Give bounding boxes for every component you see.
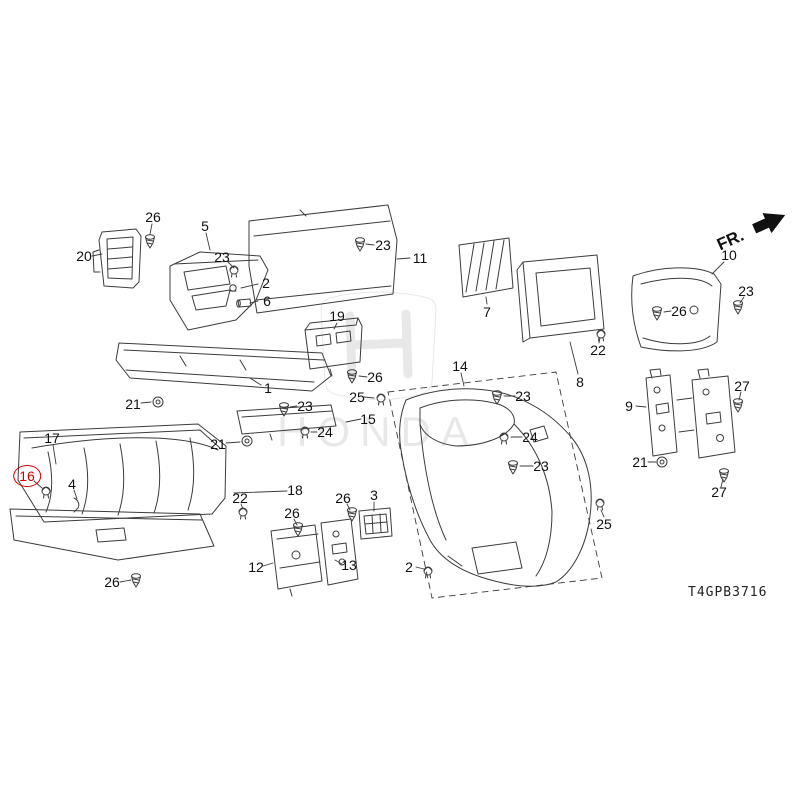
- callout-10[interactable]: 10: [721, 247, 737, 263]
- callout-5[interactable]: 5: [201, 218, 209, 234]
- callout-21[interactable]: 21: [125, 396, 141, 412]
- callout-11[interactable]: 11: [412, 250, 428, 266]
- callout-24[interactable]: 24: [522, 429, 538, 445]
- callout-24[interactable]: 24: [317, 424, 333, 440]
- callout-23[interactable]: 23: [375, 237, 391, 253]
- leader-lines: [34, 224, 744, 582]
- callout-8[interactable]: 8: [576, 374, 584, 390]
- callout-21[interactable]: 21: [632, 454, 648, 470]
- callout-13[interactable]: 13: [341, 557, 357, 573]
- diagram-code: T4GPB3716: [688, 585, 768, 600]
- part-switch-3: [359, 508, 392, 539]
- part-bracket-9: [646, 369, 735, 458]
- part-display-bezel: [517, 255, 604, 342]
- callout-2[interactable]: 2: [262, 275, 270, 291]
- callout-1[interactable]: 1: [264, 380, 272, 396]
- part-speaker-grille: [459, 238, 513, 297]
- callout-23[interactable]: 23: [738, 283, 754, 299]
- callout-21[interactable]: 21: [210, 436, 226, 452]
- callout-14[interactable]: 14: [452, 358, 468, 374]
- part-glove-box: [18, 424, 226, 522]
- part-bracket-13: [321, 519, 358, 585]
- part-side-vent: [93, 229, 141, 288]
- callout-6[interactable]: 6: [263, 293, 271, 309]
- callout-20[interactable]: 20: [76, 248, 92, 264]
- part-bracket-12: [271, 525, 322, 596]
- callout-9[interactable]: 9: [625, 398, 633, 414]
- callout-23[interactable]: 23: [297, 398, 313, 414]
- part-socket: [237, 299, 251, 307]
- callout-26[interactable]: 26: [145, 209, 161, 225]
- callout-26[interactable]: 26: [284, 505, 300, 521]
- part-glove-box-trim: [10, 509, 214, 560]
- callout-23[interactable]: 23: [214, 249, 230, 265]
- callout-25[interactable]: 25: [349, 389, 365, 405]
- fr-arrow-icon: [752, 213, 786, 234]
- part-upper-panel: [249, 205, 397, 313]
- callout-27[interactable]: 27: [711, 484, 727, 500]
- callout-2[interactable]: 2: [405, 559, 413, 575]
- callout-23[interactable]: 23: [515, 388, 531, 404]
- callout-16[interactable]: 16: [13, 465, 41, 487]
- callout-22[interactable]: 22: [232, 490, 248, 506]
- callout-17[interactable]: 17: [44, 430, 60, 446]
- part-hook-4: [74, 498, 79, 512]
- callout-27[interactable]: 27: [734, 378, 750, 394]
- part-bulb: [230, 285, 236, 291]
- part-lower-strip-15: [237, 405, 336, 440]
- callout-12[interactable]: 12: [248, 559, 264, 575]
- callout-26[interactable]: 26: [104, 574, 120, 590]
- part-bracket-19: [305, 318, 362, 376]
- callout-22[interactable]: 22: [590, 342, 606, 358]
- part-middle-garnish: [116, 343, 331, 391]
- callout-25[interactable]: 25: [596, 516, 612, 532]
- callout-23[interactable]: 23: [533, 458, 549, 474]
- callout-15[interactable]: 15: [360, 411, 376, 427]
- part-center-console: [388, 372, 602, 598]
- callout-19[interactable]: 19: [329, 308, 345, 324]
- callout-3[interactable]: 3: [370, 487, 378, 503]
- callout-7[interactable]: 7: [483, 304, 491, 320]
- callout-4[interactable]: 4: [68, 476, 76, 492]
- callout-26[interactable]: 26: [367, 369, 383, 385]
- callout-26[interactable]: 26: [335, 490, 351, 506]
- part-corner-garnish: [632, 268, 721, 351]
- callout-18[interactable]: 18: [287, 482, 303, 498]
- callout-26[interactable]: 26: [671, 303, 687, 319]
